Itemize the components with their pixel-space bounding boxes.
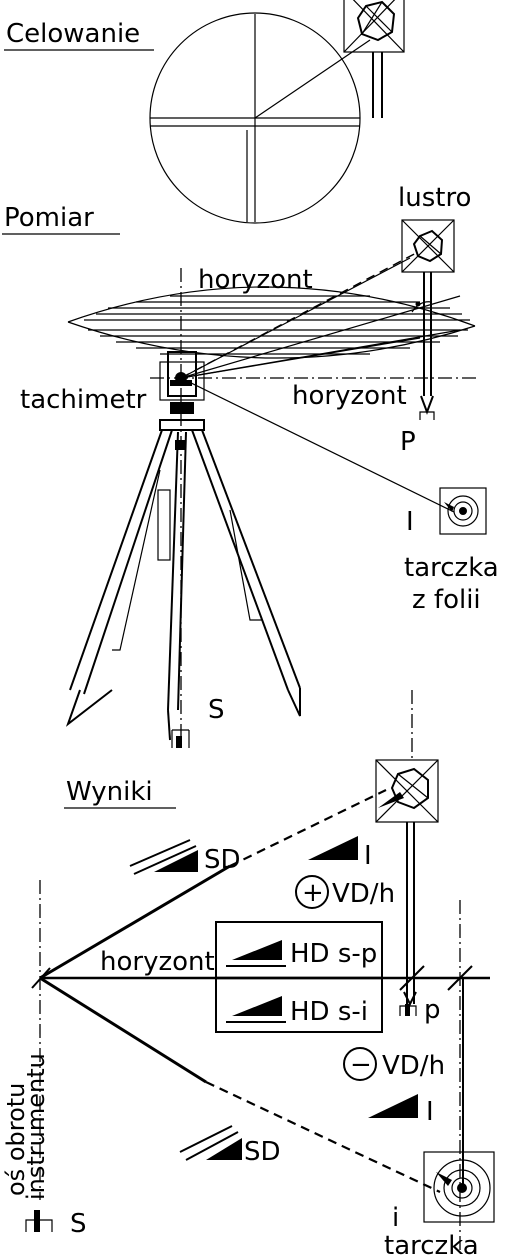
point-p-label-results: p [424,995,441,1025]
vertical-angle-sweep [67,257,476,379]
tick-p [399,965,425,991]
plus-sign: + [302,878,324,908]
prism-results [375,759,439,1004]
point-s-label-results: S [70,1209,87,1239]
horizon-top-label: horyzont [198,265,313,295]
axis-label-line2: instrumentu [22,1053,50,1200]
point-i-label-results: i [392,1203,399,1233]
total-station-tripod [65,351,301,748]
point-s-marker [25,1210,53,1232]
horizon-result-label: horyzont [100,947,215,977]
sd-line-lower-solid [39,976,207,1084]
minus-sign: − [350,1050,372,1080]
minus-circle [343,1047,377,1081]
i-upper-symbol [308,836,358,860]
sd-upper-symbol [129,839,198,875]
vdh-upper-label: VD/h [332,879,395,909]
sd-lower-label: SD [244,1137,281,1167]
foil-target-label-line2: z folii [412,585,481,615]
aim-line [254,39,371,119]
measurement-section: Pomiar lustro horyzont [2,183,499,748]
aiming-heading: Celowanie [6,19,140,49]
vdh-lower-label: VD/h [382,1051,445,1081]
sd-line-upper-dashed [229,789,387,867]
foil-target [439,487,487,535]
sd-upper-label: SD [204,845,241,875]
results-section: Wyniki SD I [2,690,495,1258]
mirror-label: lustro [398,183,471,213]
hd-si-label: HD s-i [290,997,368,1027]
i-upper-label: I [364,841,372,871]
point-p-label: P [400,427,416,457]
target-label-results: tarczka [384,1231,479,1258]
plus-circle [295,875,329,909]
point-s-label-measurement: S [208,695,225,725]
i-lower-symbol [368,1094,418,1118]
aiming-section: Celowanie [4,0,405,224]
hd-sp-symbol [226,940,286,967]
instrument-label: tachimetr [20,385,147,415]
tick-i [447,965,473,991]
hd-si-symbol [226,996,286,1023]
measurement-heading: Pomiar [4,203,94,233]
axis-label-line1: oś obrotu [2,1083,30,1196]
result-target [423,1151,495,1223]
point-i-label: I [406,507,414,537]
prism-target-top [343,0,405,118]
i-lower-label: I [426,1097,434,1127]
hd-sp-label: HD s-p [290,939,377,969]
results-heading: Wyniki [66,777,153,807]
sd-line-upper-solid [39,864,231,980]
horizon-right-label: horyzont [292,381,407,411]
sd-lower-symbol [179,1125,242,1161]
sight-line-to-foil-target [180,377,455,513]
sd-line-lower-dashed [205,1081,441,1193]
foil-target-label-line1: tarczka [404,553,499,583]
point-p-marker [399,991,417,1016]
prism-mirror [401,219,455,420]
